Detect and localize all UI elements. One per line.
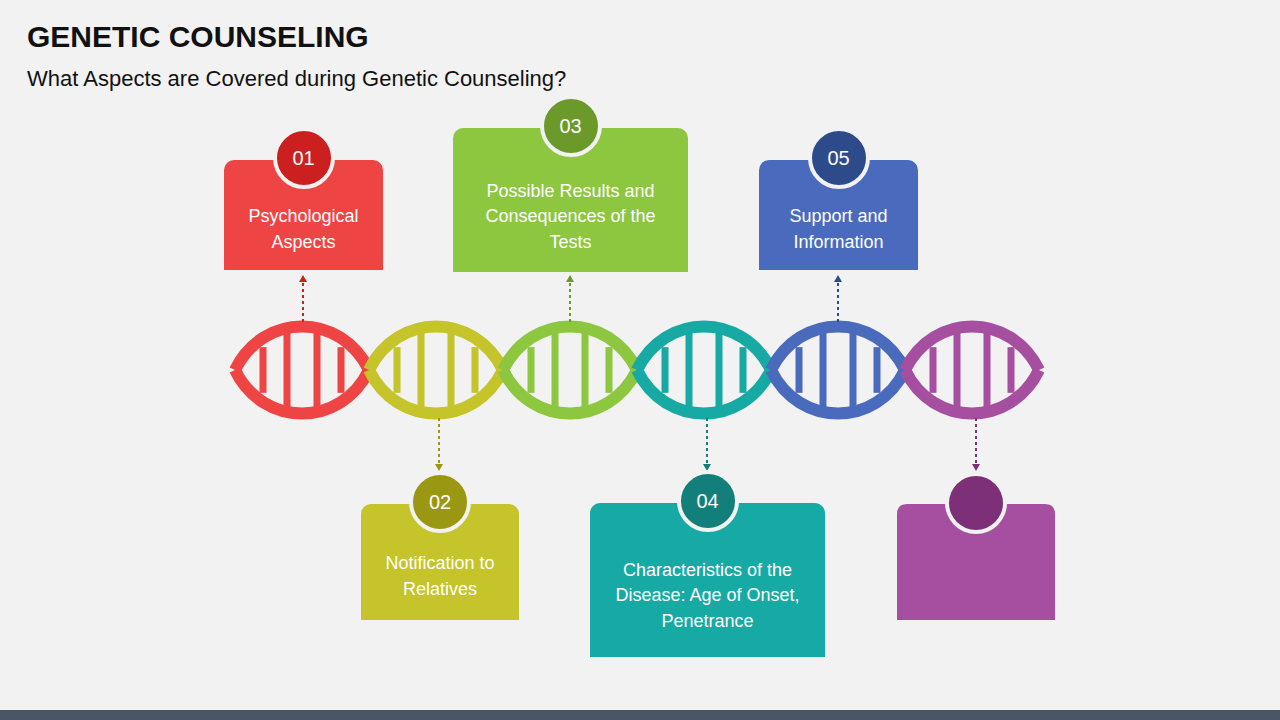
callout-number: 01 bbox=[292, 147, 314, 170]
leader-arrowhead bbox=[435, 464, 443, 471]
number-badge: 04 bbox=[677, 470, 739, 532]
helix-rung bbox=[606, 347, 613, 393]
helix-rung bbox=[850, 333, 857, 408]
callout-number: 02 bbox=[429, 491, 451, 514]
helix-segment bbox=[905, 327, 1039, 414]
helix-rung bbox=[740, 347, 747, 393]
helix-rung bbox=[472, 347, 479, 393]
leader-line bbox=[569, 280, 571, 322]
helix-strand bbox=[503, 327, 637, 371]
helix-rung bbox=[1008, 347, 1015, 393]
bottom-bar bbox=[0, 710, 1280, 720]
box-label: Support and Information bbox=[773, 204, 904, 255]
number-badge: 05 bbox=[808, 127, 870, 189]
aspect-box: 02Notification to Relatives bbox=[361, 504, 519, 620]
helix-segment bbox=[235, 327, 369, 414]
number-badge: 03 bbox=[540, 95, 602, 157]
aspect-box: 01Psychological Aspects bbox=[224, 160, 383, 270]
helix-strand bbox=[771, 370, 905, 414]
empty-box bbox=[897, 472, 1055, 620]
callout-number: 05 bbox=[827, 147, 849, 170]
helix-segment bbox=[771, 327, 905, 414]
helix-rung bbox=[448, 333, 455, 408]
title: GENETIC COUNSELING bbox=[27, 20, 369, 54]
helix-rung bbox=[874, 347, 881, 393]
leader-line bbox=[302, 280, 304, 322]
helix-strand bbox=[369, 327, 503, 371]
dna-helix bbox=[235, 327, 1039, 414]
helix-rung bbox=[796, 347, 803, 393]
box-label: Characteristics of the Disease: Age of O… bbox=[604, 558, 811, 635]
helix-rung bbox=[716, 333, 723, 408]
helix-rung bbox=[930, 347, 937, 393]
leader-line bbox=[438, 418, 440, 466]
helix-strand bbox=[905, 327, 1039, 371]
aspect-box: 03Possible Results and Consequences of t… bbox=[453, 128, 688, 272]
helix-strand bbox=[771, 327, 905, 371]
helix-strand bbox=[905, 370, 1039, 414]
helix-strand bbox=[235, 370, 369, 414]
helix-rung bbox=[954, 333, 961, 408]
leader-line bbox=[706, 418, 708, 466]
box-label: Notification to Relatives bbox=[375, 551, 505, 602]
number-badge: 01 bbox=[273, 127, 335, 189]
leader-arrowhead bbox=[972, 464, 980, 471]
helix-rung bbox=[820, 333, 827, 408]
aspect-box: 04Characteristics of the Disease: Age of… bbox=[590, 503, 825, 657]
helix-rung bbox=[338, 347, 345, 393]
helix-segment bbox=[369, 327, 503, 414]
box-body: Characteristics of the Disease: Age of O… bbox=[590, 539, 825, 657]
leader-arrowhead bbox=[299, 275, 307, 282]
box-label: Possible Results and Consequences of the… bbox=[467, 179, 674, 256]
helix-rung bbox=[528, 347, 535, 393]
helix-rung bbox=[418, 333, 425, 408]
leader-lines bbox=[299, 275, 980, 471]
box-body: Support and Information bbox=[759, 194, 918, 270]
box-label: Psychological Aspects bbox=[238, 204, 369, 255]
box-body: Notification to Relatives bbox=[361, 538, 519, 620]
leader-arrowhead bbox=[566, 275, 574, 282]
leader-arrowhead bbox=[834, 275, 842, 282]
box-body: Possible Results and Consequences of the… bbox=[453, 166, 688, 272]
helix-segment bbox=[637, 327, 771, 414]
helix-strand bbox=[235, 327, 369, 371]
helix-rung bbox=[662, 347, 669, 393]
box-body: Psychological Aspects bbox=[224, 194, 383, 270]
helix-segment bbox=[503, 327, 637, 414]
callout-number: 04 bbox=[696, 490, 718, 513]
helix-rung bbox=[552, 333, 559, 408]
helix-strand bbox=[503, 370, 637, 414]
leader-line bbox=[975, 418, 977, 466]
leader-line bbox=[837, 280, 839, 322]
number-badge: 02 bbox=[409, 471, 471, 533]
helix-strand bbox=[637, 370, 771, 414]
aspect-box: 05Support and Information bbox=[759, 160, 918, 270]
helix-strand bbox=[637, 327, 771, 371]
callout-number: 03 bbox=[559, 115, 581, 138]
helix-rung bbox=[260, 347, 267, 393]
subtitle: What Aspects are Covered during Genetic … bbox=[27, 66, 566, 92]
helix-strand bbox=[369, 370, 503, 414]
helix-rung bbox=[582, 333, 589, 408]
helix-rung bbox=[284, 333, 291, 408]
helix-rung bbox=[314, 333, 321, 408]
helix-rung bbox=[686, 333, 693, 408]
helix-rung bbox=[984, 333, 991, 408]
helix-rung bbox=[394, 347, 401, 393]
